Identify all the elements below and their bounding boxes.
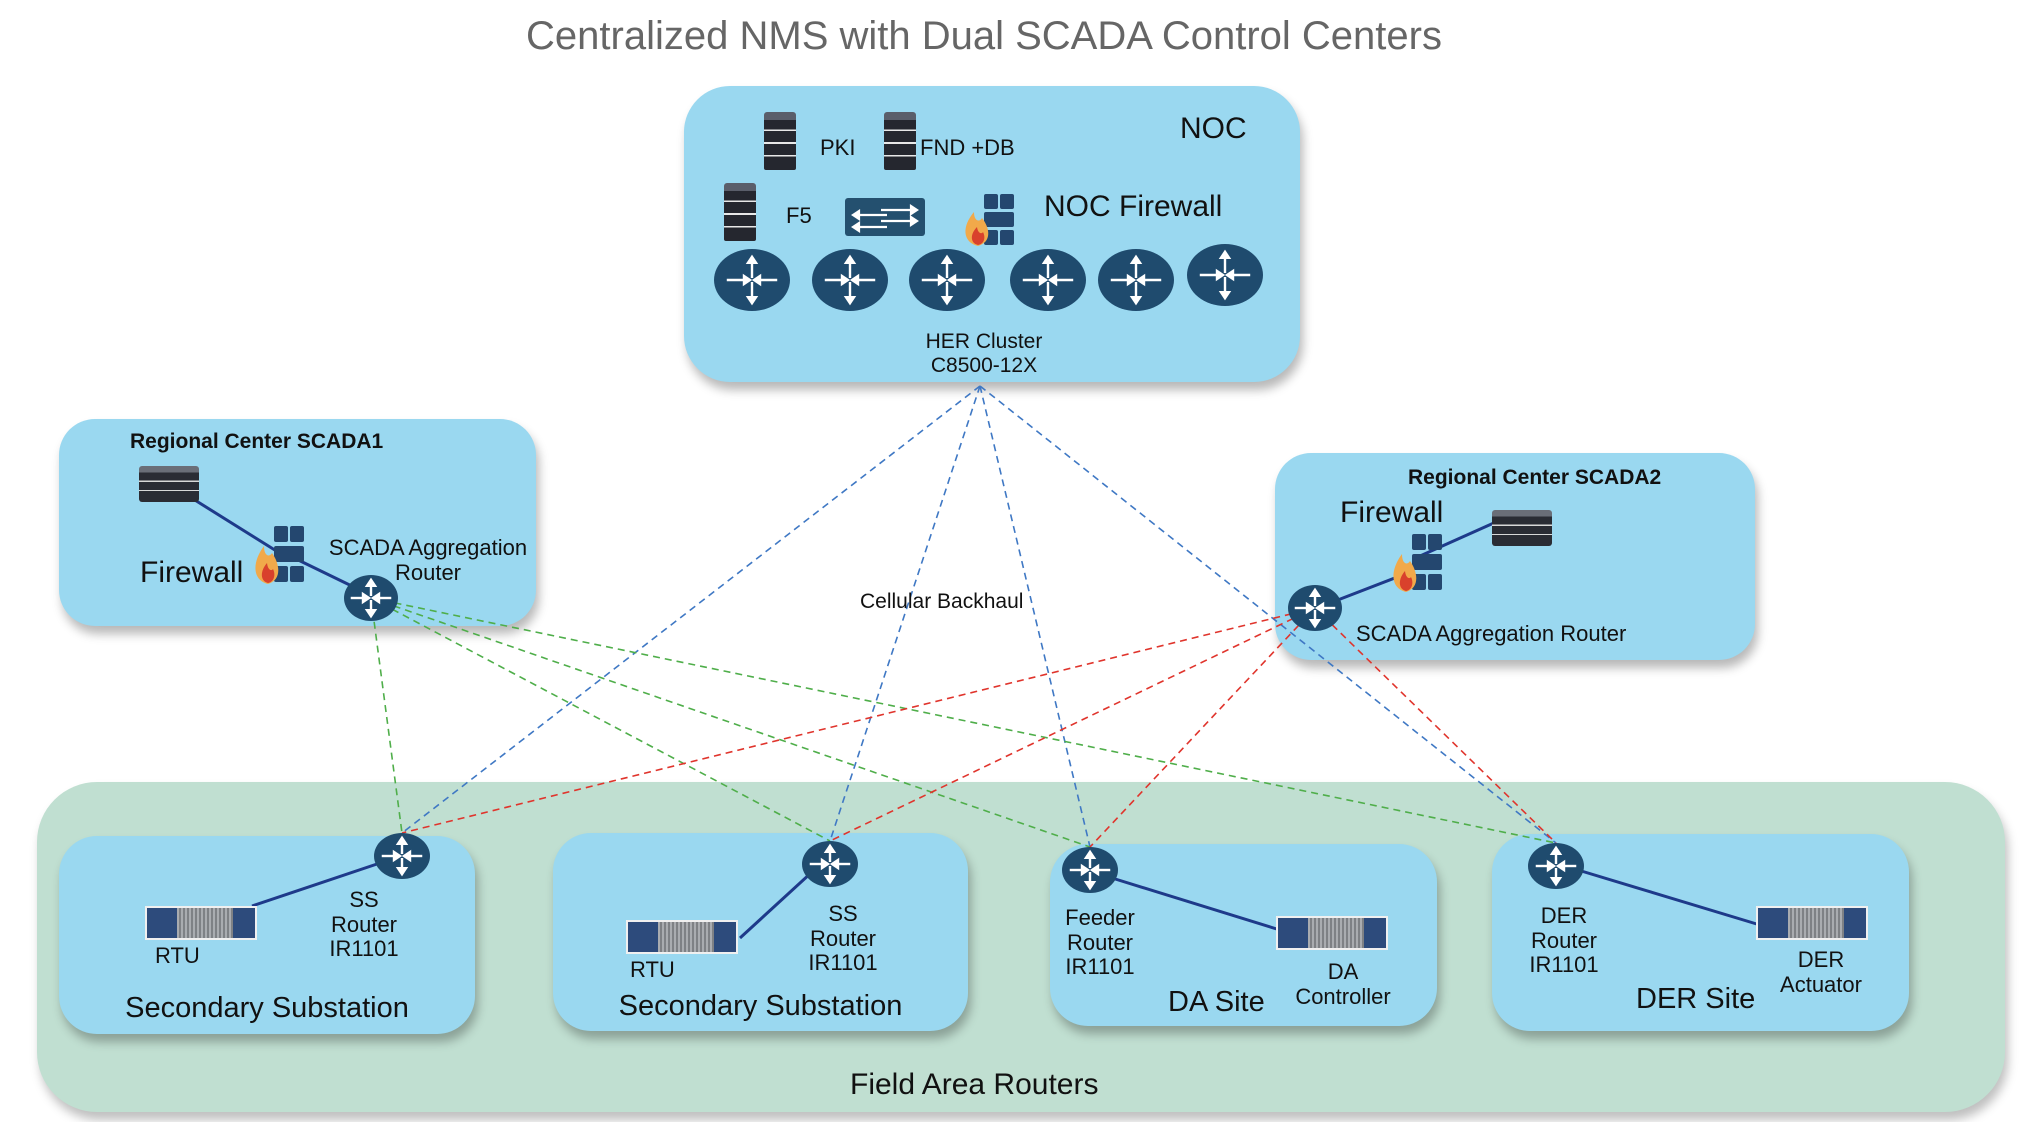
- scada1-title: Regional Center SCADA1: [130, 430, 384, 453]
- site-label-4: DER Site: [1636, 983, 1756, 1015]
- da-controller-label-line1: DA: [1327, 959, 1359, 984]
- f5-label: F5: [786, 203, 812, 228]
- her-cluster-label-line1: HER Cluster: [925, 330, 1043, 353]
- site-label-3: DA Site: [1168, 986, 1265, 1018]
- her-router-4: [1010, 249, 1086, 316]
- scada1-router-label-line2: Router: [394, 559, 462, 585]
- scada2-router-label: SCADA Aggregation Router: [1356, 621, 1627, 646]
- feeder-router-label: Feeder Router IR1101: [1050, 905, 1150, 980]
- scada1-server-icon: [139, 466, 199, 502]
- der-actuator-device-icon: [1756, 906, 1868, 940]
- her-router-3: [909, 249, 985, 316]
- da-controller-device-icon: [1276, 916, 1388, 950]
- her-cluster-label: HER Cluster C8500-12X: [884, 330, 1084, 377]
- rtu-device-icon-2: [626, 920, 738, 954]
- feeder-router-label-line3: IR1101: [1065, 954, 1135, 980]
- router-icon: [1098, 249, 1174, 311]
- her-router-1: [714, 249, 790, 316]
- scada1-firewall-label: Firewall: [140, 556, 244, 589]
- ss-router-label-2: SS Router IR1101: [793, 901, 893, 976]
- her-router-5: [1098, 249, 1174, 316]
- scada2-firewall-label: Firewall: [1340, 496, 1444, 529]
- rtu-label-2: RTU: [630, 957, 675, 982]
- fnd-db-label: FND +DB: [920, 135, 1015, 160]
- ss-router-label-2-line2: Router: [809, 925, 877, 951]
- pki-label: PKI: [820, 135, 856, 160]
- site-label-1: Secondary Substation: [125, 992, 409, 1024]
- ss-router-1: [374, 833, 430, 884]
- her-router-6: [1187, 244, 1263, 311]
- field-area-label: Field Area Routers: [850, 1068, 1099, 1101]
- f5-server-icon: [724, 183, 756, 241]
- router-icon: [714, 249, 790, 311]
- der-router-label-line2: Router: [1530, 927, 1598, 953]
- noc-firewall-icon: [960, 192, 1016, 253]
- ss-router-label-1: SS Router IR1101: [314, 887, 414, 962]
- router-icon: [1010, 249, 1086, 311]
- der-actuator-label-line2: Actuator: [1780, 971, 1862, 997]
- ss-router-label-2-line1: SS: [828, 901, 858, 926]
- link-her-cluster-to-feeder-router: [979, 385, 1091, 848]
- der-router-label-line3: IR1101: [1529, 952, 1599, 978]
- fnd-db-server-icon: [884, 112, 916, 170]
- scada2-router: [1288, 585, 1342, 636]
- scada1-router: [344, 575, 398, 626]
- feeder-router-label-line1: Feeder: [1065, 905, 1135, 930]
- pki-server-icon: [764, 112, 796, 170]
- ss-router-label-1-line2: Router: [330, 911, 398, 937]
- router-icon: [374, 833, 430, 879]
- feeder-router: [1062, 847, 1118, 898]
- router-icon: [344, 575, 398, 621]
- router-icon: [812, 249, 888, 311]
- router-icon: [802, 841, 858, 887]
- her-router-2: [812, 249, 888, 316]
- router-icon: [1187, 244, 1263, 306]
- router-icon: [1062, 847, 1118, 893]
- da-controller-label: DA Controller: [1278, 959, 1408, 1009]
- ss-router-2: [802, 841, 858, 892]
- scada1-router-label: SCADA Aggregation Router: [318, 535, 538, 585]
- der-router-label-line1: DER: [1540, 903, 1588, 928]
- der-router: [1528, 843, 1584, 894]
- scada1-router-label-line1: SCADA Aggregation: [328, 535, 528, 560]
- ss-router-label-2-line3: IR1101: [808, 950, 878, 976]
- rtu-label-1: RTU: [155, 943, 200, 968]
- her-cluster-label-line2: C8500-12X: [930, 353, 1038, 377]
- router-icon: [1528, 843, 1584, 889]
- router-icon: [1288, 585, 1342, 631]
- feeder-router-label-line2: Router: [1066, 929, 1134, 955]
- scada2-title: Regional Center SCADA2: [1408, 466, 1662, 489]
- switch-icon: [845, 198, 925, 236]
- cellular-backhaul-label: Cellular Backhaul: [860, 590, 1024, 613]
- ss-router-label-1-line1: SS: [349, 887, 379, 912]
- rtu-device-icon-1: [145, 906, 257, 940]
- noc-label: NOC: [1180, 112, 1247, 145]
- router-icon: [909, 249, 985, 311]
- der-actuator-label-line1: DER: [1797, 947, 1845, 972]
- noc-firewall-label: NOC Firewall: [1044, 190, 1223, 223]
- scada2-server-icon: [1492, 510, 1552, 546]
- diagram-title: Centralized NMS with Dual SCADA Control …: [526, 14, 1442, 58]
- der-actuator-label: DER Actuator: [1756, 947, 1886, 997]
- scada1-firewall-icon: [250, 524, 306, 591]
- ss-router-label-1-line3: IR1101: [329, 936, 399, 962]
- da-controller-label-line2: Controller: [1295, 983, 1391, 1009]
- scada2-firewall-icon: [1388, 532, 1444, 599]
- der-router-label: DER Router IR1101: [1514, 903, 1614, 978]
- site-label-2: Secondary Substation: [618, 990, 903, 1022]
